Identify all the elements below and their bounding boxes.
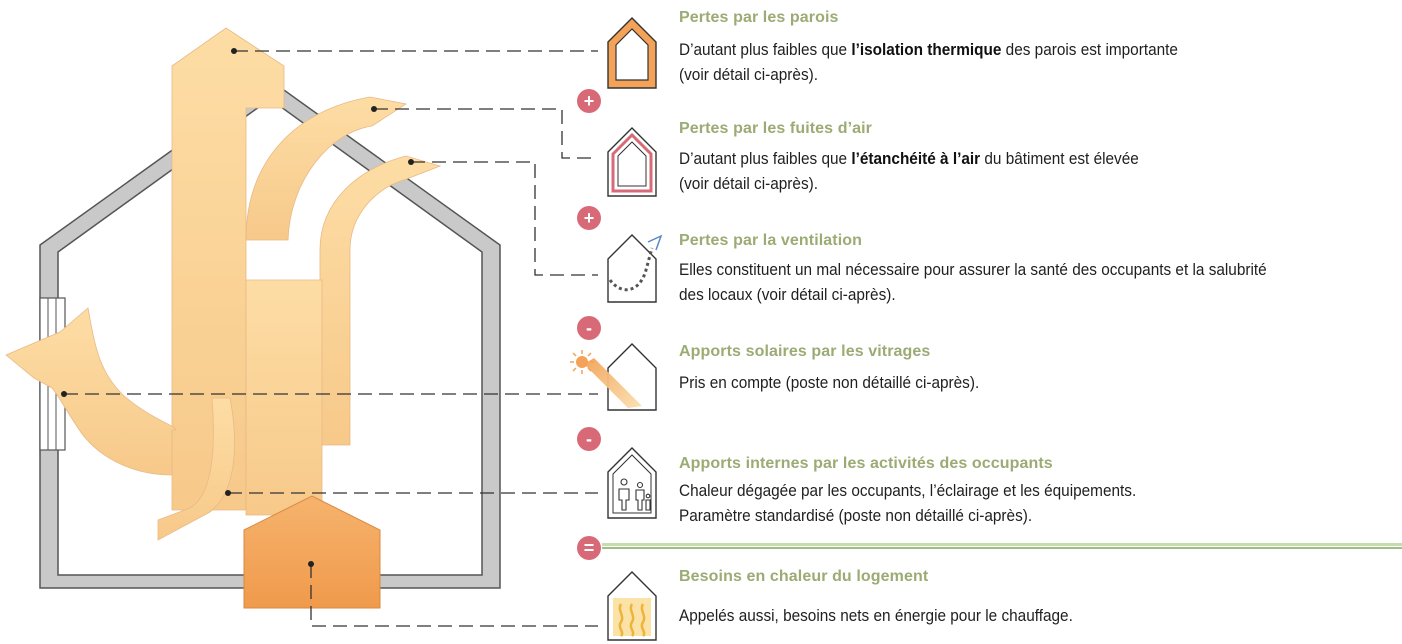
equals-operator: =: [577, 536, 601, 560]
operator-circles: + + - - =: [577, 89, 601, 560]
text-heat-needs: Appelés aussi, besoins nets en énergie p…: [679, 607, 1073, 625]
minus-operator-1: -: [577, 316, 601, 340]
title-heat-needs: Besoins en chaleur du logement: [679, 568, 929, 585]
flow-trunk-base: [245, 279, 323, 516]
connector-dots: [61, 48, 414, 567]
house-walls-icon: [607, 17, 657, 89]
title-ventilation-losses: Pertes par la ventilation: [679, 232, 863, 249]
house-air-leak-icon: [607, 127, 657, 197]
connector-ventilation: [411, 161, 598, 276]
svg-text:-: -: [586, 429, 592, 449]
connector-air: [374, 108, 598, 159]
text-air-leak-losses: D’autant plus faibles que l’étanchéité à…: [679, 150, 1139, 193]
svg-text:+: +: [584, 208, 595, 228]
house-heating-icon: [607, 571, 657, 641]
svg-text:+: +: [584, 91, 595, 111]
plus-operator-2: +: [577, 206, 601, 230]
title-air-leak-losses: Pertes par les fuites d’air: [679, 120, 873, 137]
sun-icon: [570, 350, 594, 374]
plus-operator-1: +: [577, 89, 601, 113]
flow-internal: [157, 397, 235, 541]
connector-needs: [310, 564, 598, 627]
svg-text:-: -: [586, 318, 592, 338]
title-walls-losses: Pertes par les parois: [679, 9, 839, 26]
flow-air-leak: [245, 96, 408, 241]
result-divider: [602, 543, 1402, 549]
people-icon: [618, 478, 651, 511]
heat-waves-icon: [618, 603, 646, 637]
house-solar-icon: [570, 343, 657, 411]
heat-flows: [5, 27, 442, 541]
connector-lines: [64, 50, 598, 627]
flow-solar: [5, 307, 177, 476]
text-walls-losses: D’autant plus faibles que l’isolation th…: [679, 41, 1178, 84]
house-ventilation-icon: [607, 234, 663, 303]
heat-needs-block: [243, 495, 381, 609]
svg-text:=: =: [584, 538, 595, 558]
title-internal-gains: Apports internes par les activités des o…: [679, 455, 1053, 472]
text-ventilation-losses: Elles constituent un mal nécessaire pour…: [679, 261, 1267, 304]
text-solar-gains: Pris en compte (poste non détaillé ci-ap…: [679, 374, 980, 392]
house-occupants-icon: [607, 447, 657, 519]
minus-operator-2: -: [577, 427, 601, 451]
title-solar-gains: Apports solaires par les vitrages: [679, 343, 931, 360]
text-internal-gains: Chaleur dégagée par les occupants, l’écl…: [679, 482, 1137, 525]
